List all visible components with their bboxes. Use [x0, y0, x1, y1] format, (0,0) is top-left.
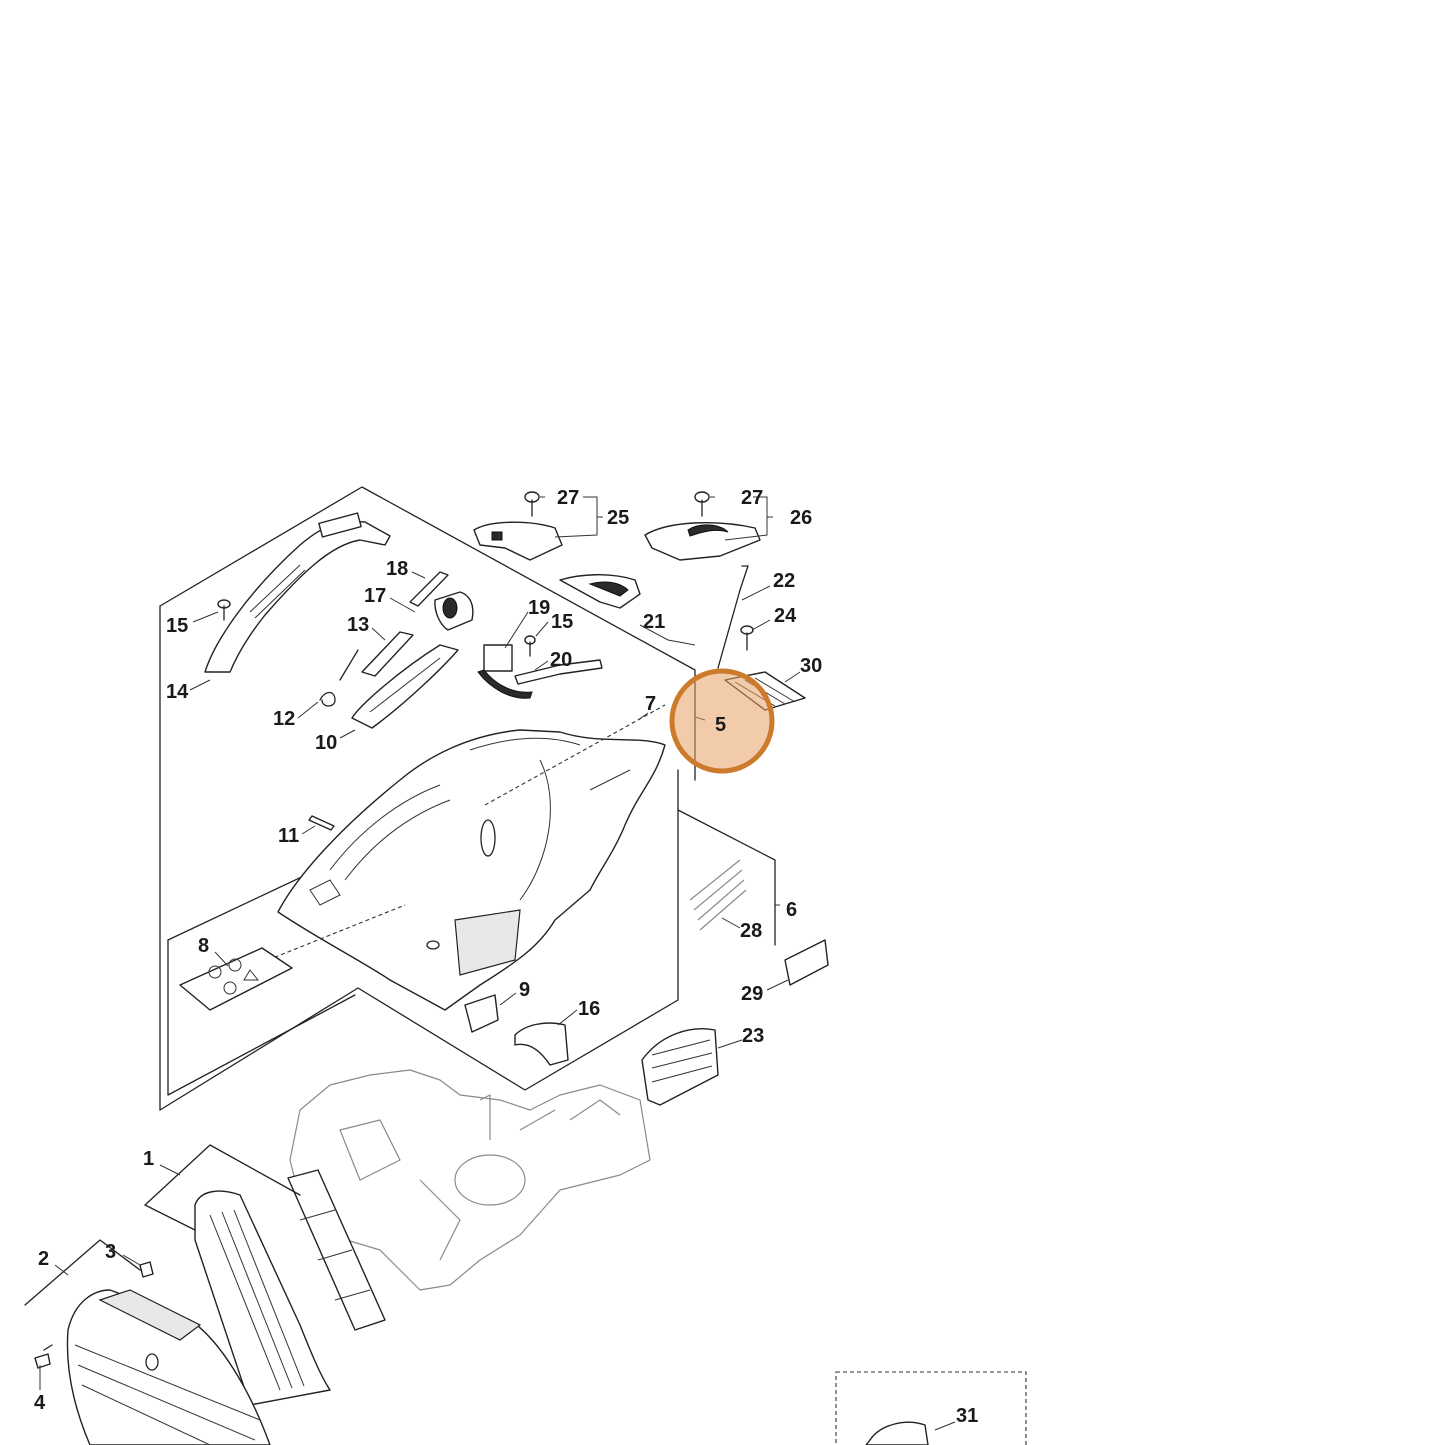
- housing-part-7[interactable]: [277, 729, 666, 1011]
- rod-part-22[interactable]: [717, 565, 749, 669]
- grille-part-28[interactable]: [689, 859, 747, 931]
- callout-18: 18: [386, 558, 408, 580]
- callout-30: 30: [800, 655, 822, 677]
- plate-part-29[interactable]: [784, 939, 829, 986]
- callout-27-left: 27: [557, 487, 579, 509]
- cover-part-2[interactable]: [66, 1289, 271, 1445]
- callout-31: 31: [956, 1405, 978, 1427]
- seal-part-21[interactable]: [559, 574, 641, 609]
- screw-part-15b[interactable]: [524, 635, 536, 657]
- callout-24: 24: [774, 605, 797, 627]
- air-filter-part-1[interactable]: [194, 1169, 386, 1406]
- callout-21: 21: [643, 611, 665, 633]
- callout-11: 11: [278, 825, 299, 847]
- handle-part-14[interactable]: [204, 512, 391, 673]
- callout-5-highlighted: 5: [715, 714, 726, 736]
- screw-part-15[interactable]: [217, 599, 231, 621]
- sticker-part-8[interactable]: [179, 947, 293, 1011]
- callout-17: 17: [364, 585, 386, 607]
- engine-block: [289, 1069, 651, 1291]
- callout-14: 14: [166, 681, 189, 703]
- spring-part-12[interactable]: [319, 649, 359, 707]
- callout-1: 1: [143, 1148, 154, 1170]
- screw-part-4[interactable]: [34, 1344, 53, 1369]
- callout-27-right: 27: [741, 487, 763, 509]
- callout-15-right: 15: [551, 611, 573, 633]
- pin-part-11[interactable]: [308, 815, 335, 831]
- contact-part-20[interactable]: [514, 659, 603, 685]
- trigger-lever-part-10[interactable]: [351, 644, 459, 729]
- callout-13: 13: [347, 614, 369, 636]
- switch-part-19[interactable]: [477, 644, 533, 699]
- callout-9: 9: [519, 979, 530, 1001]
- callout-22: 22: [773, 570, 795, 592]
- callout-7: 7: [645, 693, 656, 715]
- callout-10: 10: [315, 732, 337, 754]
- highlight-marker[interactable]: [669, 668, 775, 774]
- callout-4: 4: [34, 1392, 46, 1414]
- cover-part-26[interactable]: [644, 491, 761, 561]
- cover-part-13[interactable]: [361, 631, 414, 677]
- callout-labels: 1 2 3 4 5 6 7 8 9 10 11 12 13 14 15 15 1…: [34, 487, 978, 1427]
- callout-8: 8: [198, 935, 209, 957]
- callout-15-left: 15: [166, 615, 188, 637]
- leader-lines: [39, 496, 956, 1431]
- callout-12: 12: [273, 708, 295, 730]
- bracket-part-18[interactable]: [409, 571, 449, 607]
- callout-28: 28: [740, 920, 762, 942]
- callout-26: 26: [790, 507, 812, 529]
- callout-23: 23: [742, 1025, 764, 1047]
- callout-29: 29: [741, 983, 763, 1005]
- cylinder-part-17[interactable]: [434, 591, 474, 631]
- callout-20: 20: [550, 649, 572, 671]
- callout-3: 3: [105, 1241, 116, 1263]
- detail-box-part-31: [835, 1371, 1027, 1445]
- callout-6: 6: [786, 899, 797, 921]
- callout-25: 25: [607, 507, 629, 529]
- screw-part-24[interactable]: [740, 625, 754, 651]
- sticker-part-9[interactable]: [464, 994, 499, 1033]
- clip-part-16[interactable]: [514, 1022, 569, 1066]
- part-3[interactable]: [139, 1261, 154, 1278]
- vent-part-23[interactable]: [641, 1028, 719, 1106]
- callout-19: 19: [528, 597, 550, 619]
- cover-part-25[interactable]: [473, 491, 563, 561]
- callout-16: 16: [578, 998, 600, 1020]
- callout-2: 2: [38, 1248, 49, 1270]
